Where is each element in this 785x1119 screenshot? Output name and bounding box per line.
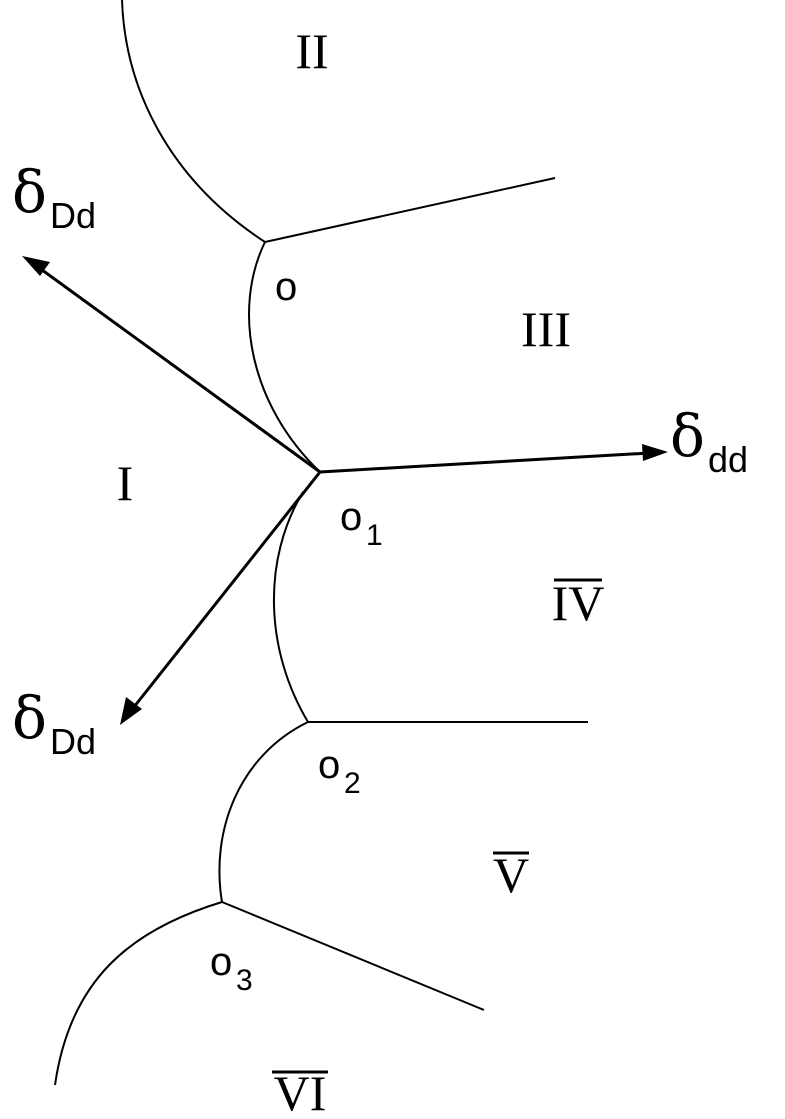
vector-label-dd-lower-symbol: δ xyxy=(12,684,47,752)
vector-label-dd-right-sub: dd xyxy=(708,439,748,480)
point-label-o1: o 1 xyxy=(340,495,383,552)
boundary-o1-to-o2 xyxy=(273,491,309,723)
region-label-6: VI xyxy=(274,1065,327,1119)
point-label-o2-sub: 2 xyxy=(344,767,361,800)
point-label-o2: o 2 xyxy=(318,743,361,800)
vector-label-dd-upper: δ Dd xyxy=(12,158,96,236)
region-label-2: II xyxy=(295,23,328,79)
vector-label-dd-upper-sub: Dd xyxy=(50,195,96,236)
vector-dd-lower-line xyxy=(128,471,322,713)
vector-label-dd-lower-sub: Dd xyxy=(50,721,96,762)
boundary-bottom-curve xyxy=(54,901,223,1086)
point-label-o2-base: o xyxy=(318,743,340,787)
region-label-1: I xyxy=(117,455,134,511)
vector-label-dd-right-symbol: δ xyxy=(670,402,705,470)
point-label-o3-base: o xyxy=(210,940,232,984)
boundary-o3-to-right xyxy=(221,901,485,1011)
vector-dd-upper-line xyxy=(37,265,321,474)
vector-dd-right-line xyxy=(319,451,651,474)
region-label-5: V xyxy=(493,847,529,903)
boundary-o2-to-o3 xyxy=(218,721,309,903)
point-label-o1-base: o xyxy=(340,495,362,539)
boundary-top-curve xyxy=(121,0,266,243)
vector-dd-upper-arrowhead xyxy=(22,256,50,276)
region-label-4: IV xyxy=(552,575,605,631)
vector-label-dd-lower: δ Dd xyxy=(12,684,96,762)
point-label-o: o xyxy=(275,265,297,309)
vector-dd-right-arrowhead xyxy=(642,444,668,461)
boundary-o-to-right xyxy=(264,177,556,243)
point-label-o3: o 3 xyxy=(210,940,253,997)
point-label-o1-sub: 1 xyxy=(366,519,383,552)
boundary-o-to-o1 xyxy=(248,241,321,473)
point-label-o3-sub: 3 xyxy=(236,964,253,997)
region-label-3: III xyxy=(521,301,571,357)
vector-dd-lower-arrowhead xyxy=(120,697,142,725)
vector-label-dd-right: δ dd xyxy=(670,402,748,480)
vector-label-dd-upper-symbol: δ xyxy=(12,158,47,226)
